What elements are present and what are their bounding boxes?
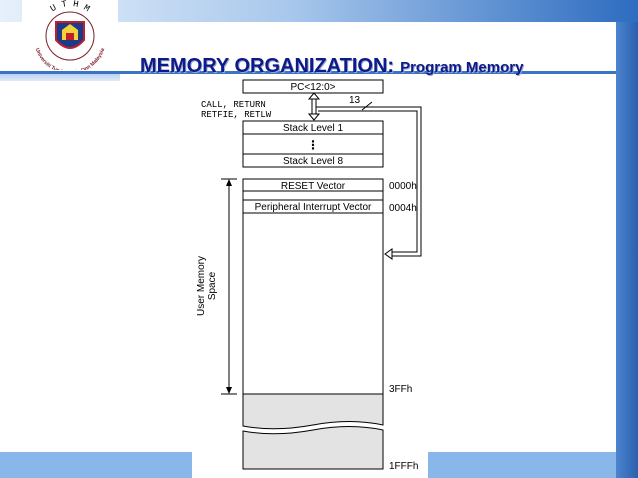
title-underline xyxy=(0,71,616,74)
up-arrow-icon xyxy=(307,92,321,100)
stack-dots: ⋮ xyxy=(307,138,319,152)
title-sub: Program Memory xyxy=(400,59,524,76)
svg-text:User Memory: User Memory xyxy=(196,256,207,316)
bus-slash xyxy=(361,101,373,111)
logo-letters: U T H M xyxy=(49,0,92,14)
call-return-label: CALL, RETURN xyxy=(201,100,266,110)
title-main: MEMORY ORGANIZATION: xyxy=(140,55,395,77)
stack-level-1-label: Stack Level 1 xyxy=(283,123,343,134)
stack-level-8-label: Stack Level 8 xyxy=(283,156,343,167)
retfie-retlw-label: RETFIE, RETLW xyxy=(201,110,272,120)
down-arrow-icon xyxy=(307,113,321,121)
address-3ffh: 3FFh xyxy=(389,384,412,395)
reset-address: 0000h xyxy=(389,181,417,192)
user-memory-bracket xyxy=(221,178,237,395)
bus-width-label: 13 xyxy=(349,95,361,106)
pc-to-memory-path xyxy=(316,106,422,260)
bottom-strip-left xyxy=(0,452,192,478)
right-side-bar xyxy=(616,22,638,478)
reset-vector-label: RESET Vector xyxy=(281,181,346,192)
interrupt-address: 0004h xyxy=(389,203,417,214)
user-memory-block xyxy=(242,178,384,395)
svg-text:Space: Space xyxy=(207,271,218,300)
slide-title: MEMORY ORGANIZATION: Program Memory xyxy=(140,43,523,80)
pc-box xyxy=(242,79,384,94)
user-memory-space-label: User Memory Space xyxy=(196,256,218,316)
bottom-strip-right xyxy=(428,452,616,478)
top-banner xyxy=(0,0,638,22)
title-accent xyxy=(0,71,120,81)
unimplemented-memory-region xyxy=(242,393,384,470)
pc-label: PC<12:0> xyxy=(290,82,335,93)
interrupt-vector-label: Peripheral Interrupt Vector xyxy=(255,202,372,213)
address-1fffh: 1FFFh xyxy=(389,461,418,472)
pc-stack-arrow xyxy=(307,92,321,121)
memory-arrowhead-icon xyxy=(384,248,393,260)
stack-level-8-box xyxy=(242,153,384,168)
